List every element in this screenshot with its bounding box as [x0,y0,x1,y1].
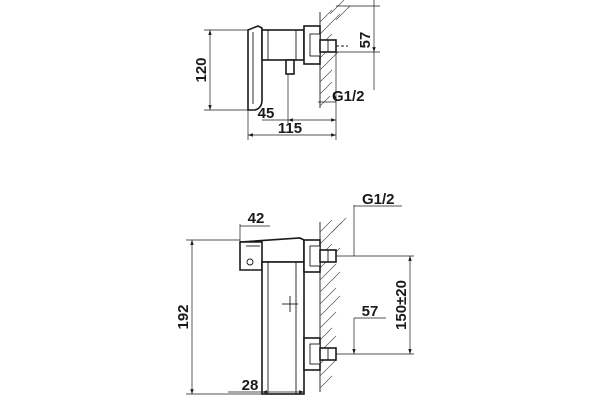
top-view: 120 57 G1/2 45 115 [193,0,380,140]
dim-top-offset-label: 45 [258,105,275,122]
dim-front-spacing-label: 150±20 [393,280,410,330]
top-spout [285,59,295,75]
dim-front-top-offset-label: 42 [248,210,265,227]
top-thread-label: G1/2 [332,88,365,105]
dim-top-inlet-label: 57 [357,32,374,49]
dim-top-depth-label: 115 [278,120,302,137]
dim-top-height-label: 120 [193,57,210,82]
dim-front-bottom-offset-label: 28 [242,377,259,394]
front-lever-indicator [246,258,254,266]
front-wall-hatch [319,217,347,392]
dim-front-height-label: 192 [175,304,192,329]
front-view: 42 192 G1/2 150±20 57 28 [175,191,414,395]
front-thread-label: G1/2 [362,191,395,208]
dim-front-inlet-label: 57 [362,303,379,320]
top-valve-body [261,29,305,61]
top-lever-handle [247,25,263,111]
front-valve-body [261,261,305,395]
